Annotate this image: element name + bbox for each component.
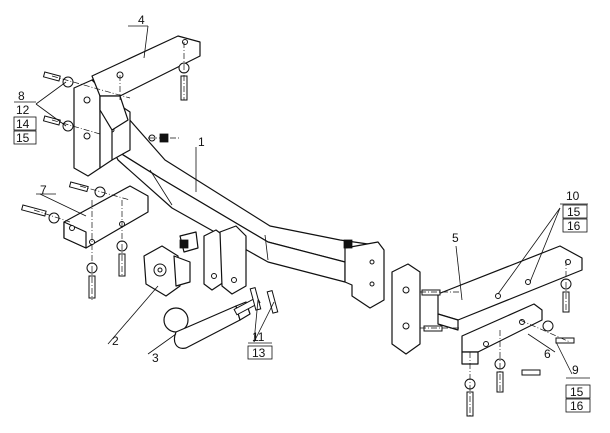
label-part-11: 11 (252, 330, 265, 344)
label-part-14: 14 (16, 117, 30, 131)
label-part-15-lower: 15 (570, 385, 584, 399)
right-arm-part-5 (437, 245, 583, 331)
label-part-15-left: 15 (16, 131, 30, 145)
label-part-9: 9 (572, 363, 579, 377)
label-part-4: 4 (138, 13, 145, 27)
label-part-16-upper: 16 (567, 219, 581, 233)
right-side-bracket (391, 263, 421, 355)
label-part-16-lower: 16 (570, 399, 584, 413)
leader-lines (35, 25, 573, 375)
mid-bracket-assembly (179, 225, 247, 295)
label-part-12: 12 (16, 103, 30, 117)
label-part-8: 8 (18, 89, 25, 103)
label-part-6: 6 (544, 347, 551, 361)
left-lower-bracket-part-7 (63, 185, 149, 249)
part-labels: 1 4 7 2 3 5 6 8 12 14 15 10 15 16 9 15 1… (13, 13, 591, 413)
socket-plate-part-2 (143, 245, 191, 297)
label-part-13: 13 (252, 346, 266, 360)
label-part-7: 7 (40, 183, 47, 197)
label-part-2: 2 (112, 334, 119, 348)
label-part-5: 5 (452, 231, 459, 245)
right-lower-bracket-part-6 (461, 303, 543, 365)
label-part-15-upper: 15 (567, 205, 581, 219)
label-part-1: 1 (198, 135, 205, 149)
fasteners (21, 62, 575, 417)
label-part-10: 10 (566, 189, 580, 203)
label-part-3: 3 (152, 351, 159, 365)
center-lines (33, 42, 571, 416)
